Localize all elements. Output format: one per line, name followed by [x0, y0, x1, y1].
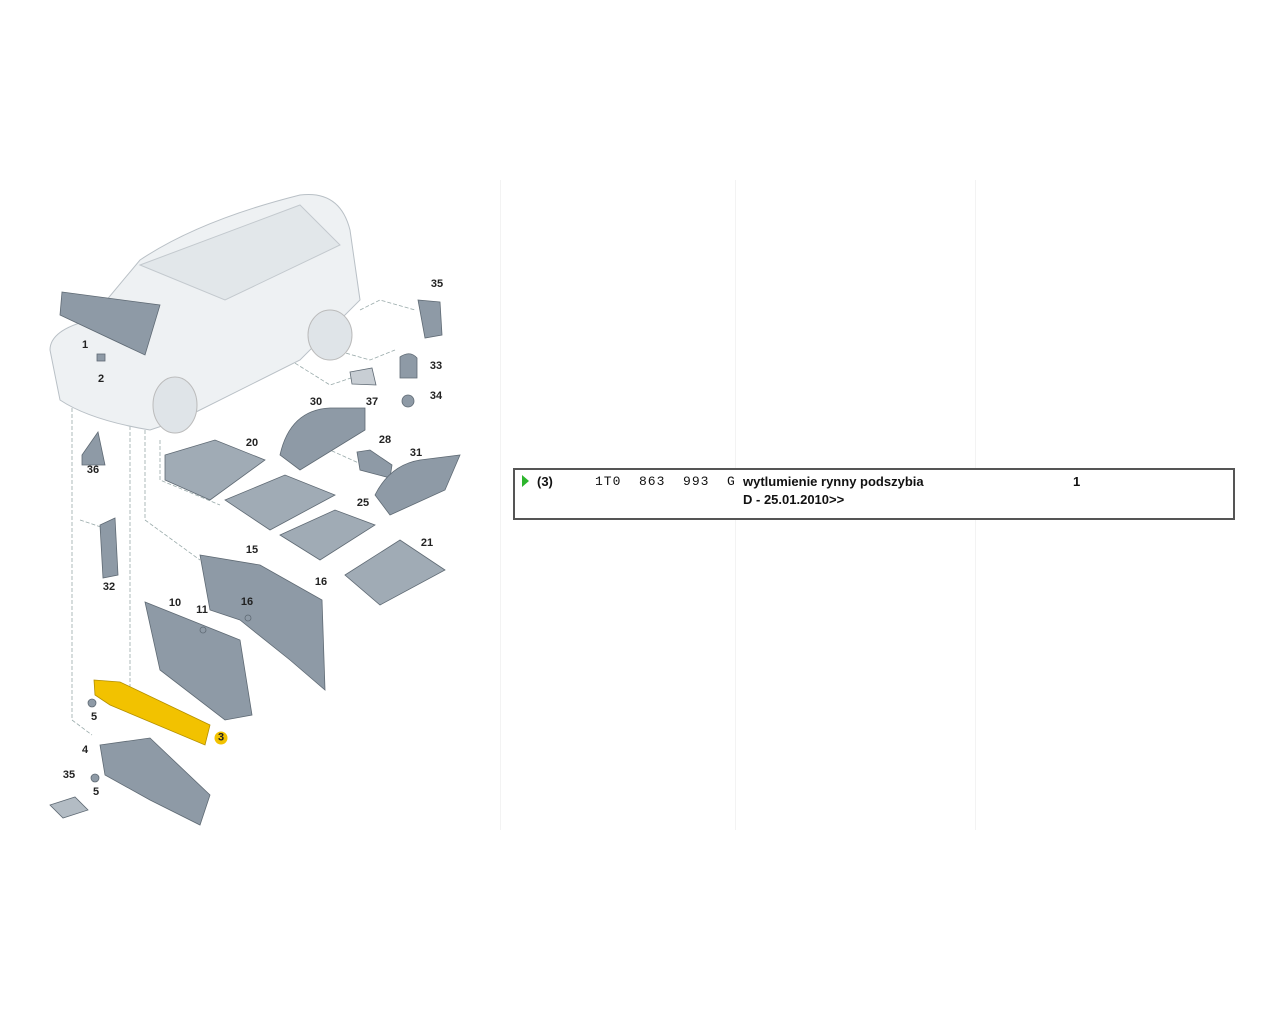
part-20 — [164, 439, 266, 501]
part-28 — [356, 449, 393, 479]
parts-exploded-diagram: 35 1 2 33 37 34 30 20 28 31 36 25 21 15 … — [0, 0, 500, 1024]
callout-36[interactable]: 36 — [86, 464, 100, 476]
part-number-cell: 1T0 863 993 G — [595, 474, 736, 489]
callout-5-b[interactable]: 5 — [92, 786, 100, 798]
part-31 — [374, 454, 461, 516]
callout-5[interactable]: 5 — [90, 711, 98, 723]
part-5 — [87, 698, 97, 708]
part-37 — [349, 367, 377, 386]
part-33 — [399, 353, 418, 379]
part-16 — [244, 614, 252, 622]
part-35-pad — [49, 796, 89, 819]
part-30 — [279, 407, 366, 471]
callout-35[interactable]: 35 — [430, 278, 444, 290]
part-32 — [99, 517, 119, 579]
callout-32[interactable]: 32 — [102, 581, 116, 593]
callout-3-highlighted[interactable]: 3 — [214, 731, 228, 745]
part-25-a — [224, 474, 336, 531]
callout-34[interactable]: 34 — [429, 390, 443, 402]
part-1 — [59, 291, 161, 356]
part-3 — [93, 679, 211, 746]
callout-16[interactable]: 16 — [314, 576, 328, 588]
callout-30[interactable]: 30 — [309, 396, 323, 408]
part-4 — [99, 737, 211, 826]
part-21 — [344, 539, 446, 606]
diagram-drawing — [49, 193, 461, 826]
callout-25[interactable]: 25 — [356, 497, 370, 509]
callout-16-b[interactable]: 16 — [240, 596, 254, 608]
part-5-b — [90, 773, 100, 783]
callout-11[interactable]: 11 — [196, 604, 208, 616]
callout-15[interactable]: 15 — [245, 544, 259, 556]
callout-31[interactable]: 31 — [409, 447, 423, 459]
parts — [49, 291, 461, 826]
part-11 — [199, 626, 207, 634]
callout-33[interactable]: 33 — [429, 360, 443, 372]
part-2 — [96, 353, 106, 362]
part-34 — [401, 394, 415, 408]
callout-20[interactable]: 20 — [245, 437, 259, 449]
note-cell: D - 25.01.2010>> — [743, 492, 845, 507]
callout-21[interactable]: 21 — [420, 537, 434, 549]
part-15 — [199, 554, 326, 691]
play-arrow-icon — [522, 475, 529, 487]
part-25 — [279, 509, 376, 561]
description-cell: wytlumienie rynny podszybia — [743, 474, 924, 489]
callout-37[interactable]: 37 — [365, 396, 379, 408]
part-10 — [144, 601, 253, 721]
position-cell: (3) — [537, 474, 553, 489]
parts-table: (3) 1T0 863 993 G wytlumienie rynny pods… — [513, 468, 1235, 520]
callout-4[interactable]: 4 — [81, 744, 89, 756]
part-35-top — [417, 299, 443, 339]
callout-2[interactable]: 2 — [97, 373, 105, 385]
callout-10[interactable]: 10 — [168, 597, 182, 609]
part-36 — [81, 431, 106, 466]
callout-28[interactable]: 28 — [378, 434, 392, 446]
callout-35-b[interactable]: 35 — [62, 769, 76, 781]
callout-1[interactable]: 1 — [81, 339, 89, 351]
quantity-cell: 1 — [1073, 474, 1081, 489]
